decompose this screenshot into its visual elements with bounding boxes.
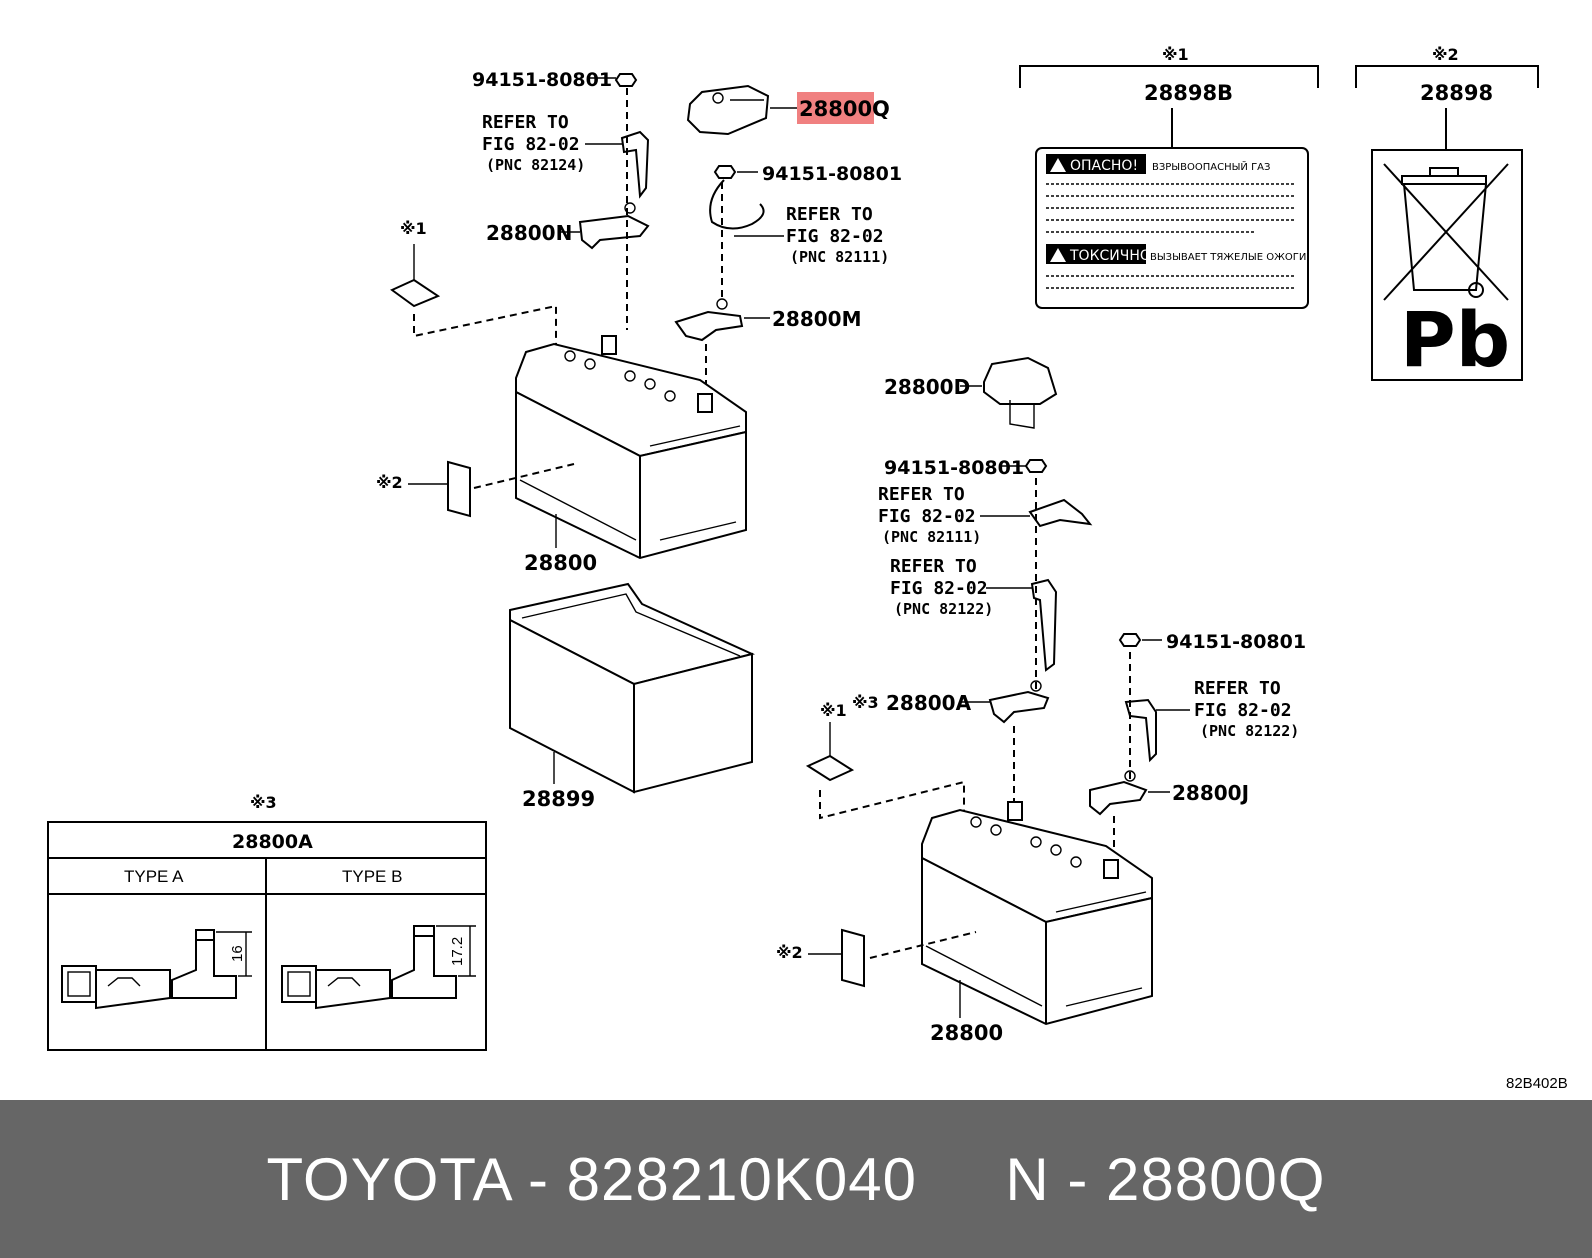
refer-b-pnc: (PNC 82111): [790, 248, 889, 266]
refer-a-pnc: (PNC 82124): [486, 156, 585, 174]
terminal-m-label[interactable]: 28800M: [772, 307, 861, 331]
warning1-text: ВЗРЫВООПАСНЫЙ ГАЗ: [1152, 160, 1270, 173]
cover-highlighted-label[interactable]: 28800Q: [799, 97, 890, 121]
figure-code: 82B402B: [1506, 1075, 1568, 1092]
recycling-sticker: [1371, 149, 1523, 381]
note1-left: ※1: [400, 219, 427, 238]
refer-c-pnc: (PNC 82111): [882, 528, 981, 546]
refer-a-line2: FIG 82-02: [482, 134, 580, 155]
nut-right1-icon: [1024, 459, 1048, 473]
tray-label[interactable]: 28899: [522, 787, 595, 811]
dim-a-text: 16: [229, 945, 246, 962]
cable-clamp-e-icon: [1124, 698, 1157, 763]
refer-e-pnc: (PNC 82122): [1200, 722, 1299, 740]
terminal-j-label[interactable]: 28800J: [1172, 781, 1249, 805]
note2-left: ※2: [376, 473, 403, 492]
type-b-header: TYPE B: [342, 867, 402, 886]
note1-right: ※1: [820, 701, 847, 720]
terminal-n-label[interactable]: 28800N: [486, 221, 572, 245]
nut-top-icon: [614, 73, 638, 87]
refer-b-line2: FIG 82-02: [786, 226, 884, 247]
refer-d-line2: FIG 82-02: [890, 578, 988, 599]
battery-tray-icon: [509, 582, 756, 794]
warning1-title: ОПАСНО!: [1070, 158, 1138, 174]
terminal-cover-q-icon: [686, 84, 770, 136]
cable-clamp-a-icon: [620, 130, 650, 199]
type-a-header: TYPE A: [124, 867, 184, 886]
battery-right-icon: [921, 801, 1153, 1026]
parts-diagram: 94151-80801 REFER TO FIG 82-02 (PNC 8212…: [47, 45, 1568, 1092]
battery-right-label[interactable]: 28800: [930, 1021, 1003, 1045]
refer-c-line1: REFER TO: [878, 484, 965, 505]
terminal-cover-d-icon: [983, 356, 1058, 429]
callout-nut-right2: 94151-80801: [1166, 631, 1306, 653]
refer-e-line1: REFER TO: [1194, 678, 1281, 699]
highlight-badge: [797, 92, 874, 124]
refer-c-line2: FIG 82-02: [878, 506, 976, 527]
callout-nut-right1: 94151-80801: [884, 457, 1024, 479]
note2-right: ※2: [776, 943, 803, 962]
battery-left-label[interactable]: 28800: [524, 551, 597, 575]
sticker-text-lines-2: [1046, 275, 1296, 289]
terminal-a-icon: [988, 680, 1050, 724]
sticker-text-lines-1: [1046, 183, 1296, 233]
warning-triangle-1-icon: [1046, 154, 1146, 174]
type-a-terminal-icon: [61, 929, 237, 1010]
terminal-n-icon: [578, 202, 650, 250]
refer-d-line1: REFER TO: [890, 556, 977, 577]
table-note: ※3: [250, 793, 277, 812]
battery-left-icon: [515, 335, 747, 560]
callout-nut-top: 94151-80801: [472, 69, 612, 91]
terminal-m-icon: [674, 298, 744, 342]
panel1-note: ※1: [1162, 45, 1189, 64]
nut-right2-icon: [1118, 633, 1142, 647]
warning-sticker: [1035, 147, 1309, 309]
refer-d-pnc: (PNC 82122): [894, 600, 993, 618]
nut-mid-icon: [713, 165, 737, 179]
type-b-terminal-icon: [281, 925, 457, 1010]
terminal-a-label[interactable]: 28800A: [886, 691, 972, 715]
crossed-bin-icon: [1383, 163, 1509, 301]
refer-a-line1: REFER TO: [482, 112, 569, 133]
panel2-part-label[interactable]: 28898: [1420, 81, 1493, 105]
warning2-text: ВЫЗЫВАЕТ ТЯЖЕЛЫЕ ОЖОГИ: [1150, 252, 1306, 263]
warning-triangle-2-icon: [1046, 244, 1146, 264]
type-table-title: 28800A: [232, 831, 313, 853]
refer-e-line2: FIG 82-02: [1194, 700, 1292, 721]
footer-bar: TOYOTA - 828210K040 N - 28800Q: [0, 1100, 1592, 1258]
note3-right: ※3: [852, 693, 879, 712]
pb-symbol: Pb: [1400, 295, 1510, 384]
dim-b-text: 17.2: [449, 937, 466, 966]
warning2-title: ТОКСИЧНО: [1069, 248, 1151, 264]
terminal-j-icon: [1089, 770, 1148, 816]
panel2-note: ※2: [1432, 45, 1459, 64]
callout-nut-mid: 94151-80801: [762, 163, 902, 185]
cable-clamp-c-icon: [1028, 498, 1093, 528]
footer-caption: TOYOTA - 828210K040 N - 28800Q: [266, 1145, 1326, 1213]
cover-d-label[interactable]: 28800D: [884, 375, 970, 399]
panel1-part-label[interactable]: 28898B: [1144, 81, 1233, 105]
refer-b-line1: REFER TO: [786, 204, 873, 225]
